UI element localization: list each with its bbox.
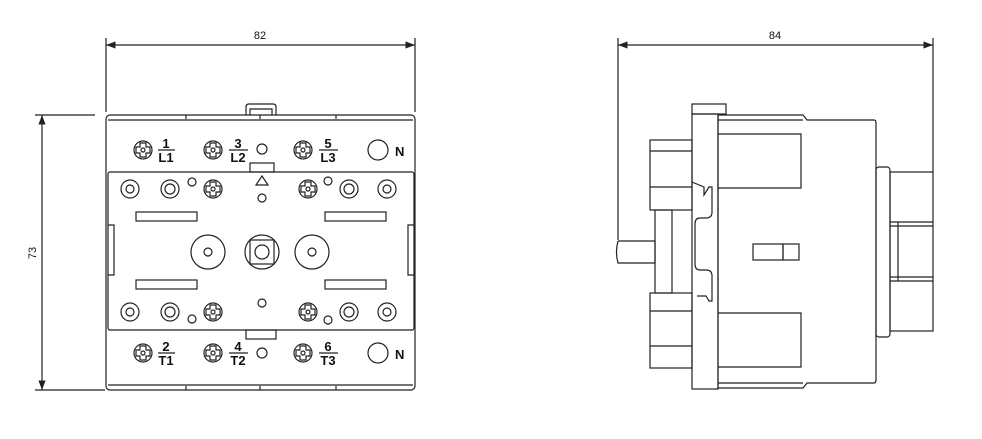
terminal-screw-t1 (133, 343, 153, 363)
svg-text:T2: T2 (230, 353, 245, 368)
svg-text:73: 73 (27, 247, 39, 259)
neutral-terminal-bottom (367, 342, 389, 364)
svg-text:N: N (395, 347, 404, 362)
terminal-screw-l1 (133, 140, 153, 160)
dimension-height: 73 (27, 114, 105, 391)
svg-text:1: 1 (162, 136, 169, 151)
svg-text:T1: T1 (158, 353, 173, 368)
dimension-width-front: 82 (105, 30, 416, 112)
svg-text:6: 6 (324, 339, 331, 354)
front-view: N 1L1 3L2 5L3 N 2T1 4T2 6T3 (105, 103, 416, 391)
svg-text:T3: T3 (320, 353, 335, 368)
terminal-screw-l2 (203, 140, 223, 160)
svg-text:L3: L3 (320, 150, 335, 165)
svg-text:2: 2 (162, 339, 169, 354)
svg-text:82: 82 (254, 30, 266, 42)
dimension-width-side: 84 (617, 30, 934, 240)
terminal-screw-t2 (203, 343, 223, 363)
terminal-screw-l3 (293, 140, 313, 160)
svg-text:84: 84 (769, 30, 781, 42)
side-view (615, 103, 934, 390)
svg-text:L1: L1 (158, 150, 173, 165)
svg-text:4: 4 (234, 339, 242, 354)
svg-text:N: N (395, 144, 404, 159)
svg-text:L2: L2 (230, 150, 245, 165)
svg-text:5: 5 (324, 136, 331, 151)
terminal-screw-t3 (293, 343, 313, 363)
svg-text:3: 3 (234, 136, 241, 151)
neutral-terminal (367, 139, 389, 161)
